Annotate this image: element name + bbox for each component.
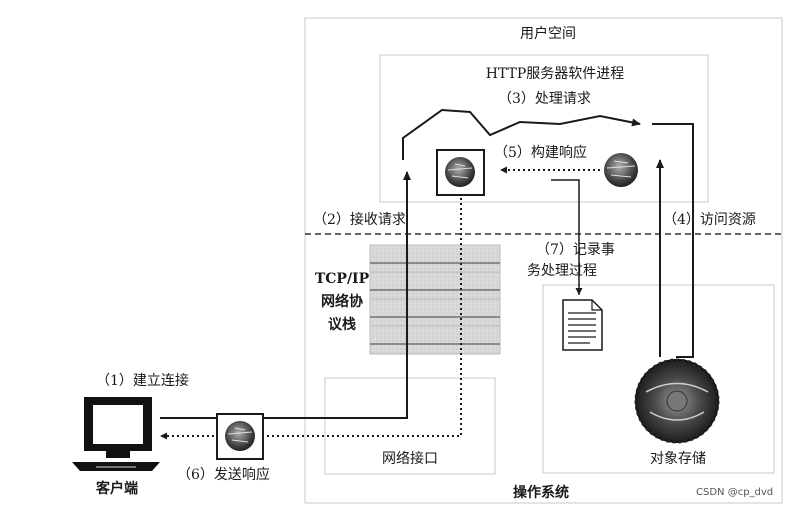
step-1-label: （1）建立连接 xyxy=(96,373,189,389)
os-frame xyxy=(304,17,783,504)
log-arrow xyxy=(551,179,583,295)
step-4-label: （4）访问资源 xyxy=(663,212,756,228)
response-message-icon xyxy=(436,149,485,196)
network-interface-frame xyxy=(324,377,496,475)
tcpip-stack-line: 议栈 xyxy=(328,317,356,333)
os-label: 操作系统 xyxy=(513,485,569,501)
step-7-label-line2: 务处理过程 xyxy=(527,263,597,279)
step-5-label: （5）构建响应 xyxy=(494,145,587,161)
user-space-label: 用户空间 xyxy=(520,26,576,42)
step-6-label: （6）发送响应 xyxy=(177,467,270,483)
resource-message-icon xyxy=(604,153,638,187)
access-resource-down xyxy=(652,123,694,358)
step-2-label: （2）接收请求 xyxy=(313,212,406,228)
outgoing-response-icon xyxy=(216,413,264,460)
object-storage-frame xyxy=(542,284,775,474)
tcpip-stack-line: TCP/IP xyxy=(314,271,370,287)
tcpip-stack-label: TCP/IP 网络协 议栈 xyxy=(308,268,376,337)
document-icon xyxy=(562,299,603,351)
http-process-frame xyxy=(379,54,709,203)
step-3-label: （3）处理请求 xyxy=(498,91,591,107)
network-interface-label: 网络接口 xyxy=(382,451,438,467)
client-label: 客户端 xyxy=(96,481,138,497)
disk-icon xyxy=(634,358,720,444)
tcpip-stack xyxy=(369,244,501,355)
http-process-label: HTTP服务器软件进程 xyxy=(485,66,625,82)
watermark: CSDN @cp_dvd xyxy=(696,487,774,498)
tcpip-stack-line: 网络协 xyxy=(321,294,363,310)
step-7-label-line1: （7）记录事 xyxy=(536,242,615,258)
processing-path xyxy=(402,108,641,160)
object-storage-label: 对象存储 xyxy=(650,451,706,467)
computer-icon xyxy=(72,397,160,471)
